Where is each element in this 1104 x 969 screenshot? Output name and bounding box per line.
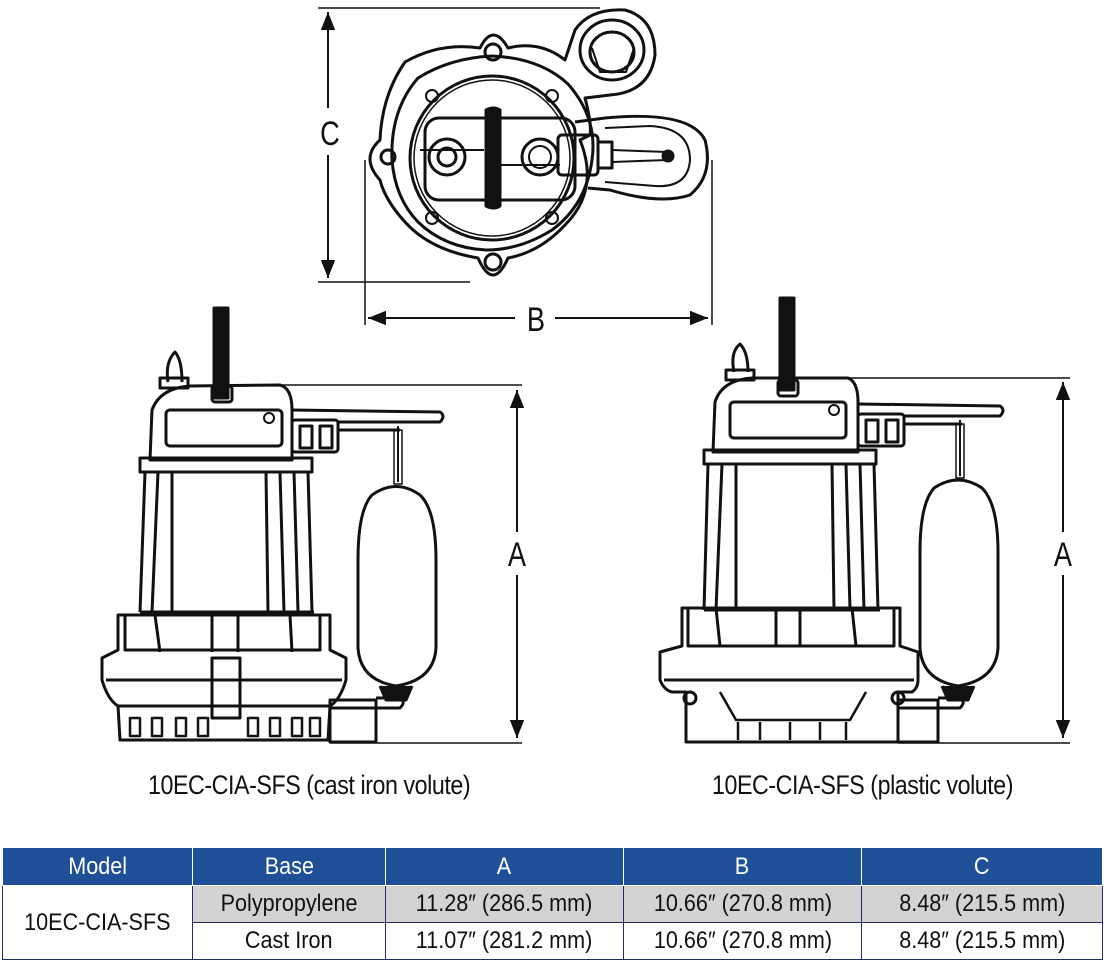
b-cell: 10.66″ (270.8 mm) xyxy=(623,885,862,923)
b-cell: 10.66″ (270.8 mm) xyxy=(623,922,862,960)
table-header-row: Model Base A B C xyxy=(2,847,1103,886)
table-row: 10EC-CIA-SFS Polypropylene 11.28″ (286.5… xyxy=(2,885,1103,960)
header-b: B xyxy=(623,847,862,886)
pump-dimension-drawing: C B xyxy=(100,7,1073,744)
dimension-label-a-right: A xyxy=(1054,535,1073,574)
header-model: Model xyxy=(2,847,193,886)
top-view xyxy=(318,7,713,326)
header-c: C xyxy=(861,847,1103,886)
caption-cast-iron: 10EC-CIA-SFS (cast iron volute) xyxy=(148,770,471,800)
base-cell: Cast Iron xyxy=(192,922,386,960)
caption-plastic: 10EC-CIA-SFS (plastic volute) xyxy=(712,770,1014,800)
c-cell: 8.48″ (215.5 mm) xyxy=(861,885,1103,923)
dimension-label-c: C xyxy=(320,114,340,153)
a-cell: 11.07″ (281.2 mm) xyxy=(385,922,624,960)
base-cell: Polypropylene xyxy=(192,885,386,923)
header-a: A xyxy=(385,847,624,886)
pump-plastic xyxy=(658,296,1071,744)
table-row: Cast Iron 11.07″ (281.2 mm) 10.66″ (270.… xyxy=(3,922,1103,960)
pump-cast-iron xyxy=(100,306,525,744)
dimensions-table: Model Base A B C 10EC-CIA-SFS Polypropyl… xyxy=(2,847,1103,960)
a-cell: 11.28″ (286.5 mm) xyxy=(385,885,624,923)
dimension-label-a-left: A xyxy=(508,535,527,574)
model-cell: 10EC-CIA-SFS xyxy=(2,885,193,960)
dimension-label-b: B xyxy=(527,300,545,339)
c-cell: 8.48″ (215.5 mm) xyxy=(861,922,1103,960)
header-base: Base xyxy=(192,847,386,886)
